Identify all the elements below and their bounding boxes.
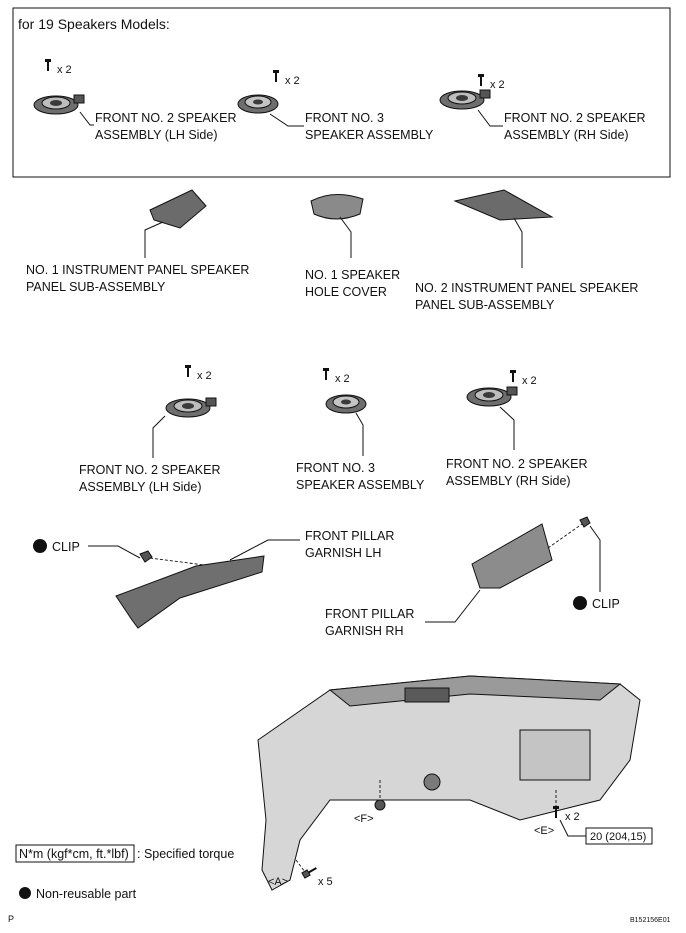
bolt-icon	[184, 364, 192, 378]
no2-panel-label-line1: NO. 2 INSTRUMENT PANEL SPEAKER	[415, 281, 638, 295]
screw-icon	[301, 867, 317, 879]
leader-line	[559, 819, 586, 837]
figure-id: B152156E01	[630, 917, 671, 924]
mid-center-label-line2: SPEAKER ASSEMBLY	[296, 478, 425, 492]
label-a: <A>	[268, 876, 288, 888]
bolt-icon	[322, 367, 330, 381]
leader-line	[88, 545, 141, 559]
leader-line	[269, 113, 304, 127]
mid-right-label-line1: FRONT NO. 2 SPEAKER	[446, 457, 587, 471]
instrument-panel-top-surface	[328, 675, 622, 707]
top-left-label-line1: FRONT NO. 2 SPEAKER	[95, 111, 236, 125]
mid-right-qty: x 2	[522, 375, 537, 387]
mid-left-label-line2: ASSEMBLY (LH Side)	[79, 480, 202, 494]
label-f: <F>	[354, 813, 374, 825]
cover-label-line1: NO. 1 SPEAKER	[305, 268, 400, 282]
dashed-guide	[547, 523, 583, 549]
leader-line	[152, 415, 166, 458]
front-no3-speaker-part	[237, 94, 279, 114]
top-center-qty: x 2	[285, 75, 300, 87]
leader-line	[477, 109, 503, 127]
leader-line	[499, 406, 515, 450]
footer-page-mark: P	[8, 914, 14, 924]
pillar-lh-label-line1: FRONT PILLAR	[305, 529, 394, 543]
non-reusable-marker	[19, 887, 31, 899]
steering-column-opening	[423, 773, 441, 791]
non-reusable-clip-marker	[573, 596, 587, 610]
top-center-label-line2: SPEAKER ASSEMBLY	[305, 128, 434, 142]
leader-line	[513, 217, 523, 268]
torque-legend-units: N*m (kgf*cm, ft.*lbf)	[19, 847, 129, 861]
front-pillar-garnish-lh-part	[115, 555, 265, 629]
speaker-models-box	[12, 7, 671, 178]
no1-speaker-hole-cover-part	[310, 194, 364, 220]
leader-line	[355, 412, 364, 456]
pillar-rh-label-line1: FRONT PILLAR	[325, 607, 414, 621]
e-qty: x 2	[565, 811, 580, 823]
bolt-icon	[509, 369, 517, 383]
leader-line	[79, 111, 94, 126]
clip-part	[579, 516, 591, 528]
center-vent	[404, 687, 450, 703]
torque-spec-box	[585, 827, 653, 845]
nut-part	[374, 799, 386, 811]
box-title: for 19 Speakers Models:	[18, 16, 170, 32]
mid-center-qty: x 2	[335, 373, 350, 385]
top-right-qty: x 2	[490, 79, 505, 91]
leader-line	[144, 221, 164, 258]
leader-line	[339, 216, 352, 258]
glovebox-frame	[519, 729, 591, 781]
mid-right-label-line2: ASSEMBLY (RH Side)	[446, 474, 571, 488]
cover-label-line2: HOLE COVER	[305, 285, 387, 299]
mid-center-label-line1: FRONT NO. 3	[296, 461, 375, 475]
no1-panel-label-line1: NO. 1 INSTRUMENT PANEL SPEAKER	[26, 263, 249, 277]
clip-part	[139, 550, 153, 563]
a-qty: x 5	[318, 876, 333, 888]
front-no2-speaker-rh-part	[466, 386, 518, 407]
no2-panel-label-line2: PANEL SUB-ASSEMBLY	[415, 298, 555, 312]
bolt-icon	[272, 69, 280, 83]
leader-line	[589, 525, 601, 592]
top-left-qty: x 2	[57, 64, 72, 76]
front-pillar-garnish-rh-part	[471, 523, 553, 589]
no2-instrument-panel-speaker-panel-part	[453, 189, 554, 221]
front-no2-speaker-rh-part	[439, 89, 491, 110]
non-reusable-clip-marker	[33, 539, 47, 553]
pillar-lh-label-line2: GARNISH LH	[305, 546, 381, 560]
bolt-icon	[44, 58, 52, 72]
clip-left-label: CLIP	[52, 540, 80, 554]
front-no3-speaker-part	[325, 394, 367, 414]
clip-right-label: CLIP	[592, 597, 620, 611]
leader-line	[229, 539, 300, 561]
label-e: <E>	[534, 825, 554, 837]
top-right-label-line1: FRONT NO. 2 SPEAKER	[504, 111, 645, 125]
non-reusable-legend-text: Non-reusable part	[36, 887, 137, 901]
front-no2-speaker-lh-part	[165, 397, 217, 418]
pillar-rh-label-line2: GARNISH RH	[325, 624, 403, 638]
no1-panel-label-line2: PANEL SUB-ASSEMBLY	[26, 280, 166, 294]
top-left-label-line2: ASSEMBLY (LH Side)	[95, 128, 218, 142]
mid-left-qty: x 2	[197, 370, 212, 382]
bolt-icon	[477, 73, 485, 87]
mid-left-label-line1: FRONT NO. 2 SPEAKER	[79, 463, 220, 477]
leader-line	[425, 589, 481, 623]
no1-instrument-panel-speaker-panel-part	[149, 189, 207, 229]
front-no2-speaker-lh-part	[33, 94, 85, 115]
top-right-label-line2: ASSEMBLY (RH Side)	[504, 128, 629, 142]
top-center-label-line1: FRONT NO. 3	[305, 111, 384, 125]
torque-legend-box	[15, 844, 135, 863]
torque-spec-value: 20 (204,15)	[590, 831, 646, 843]
torque-legend-text: : Specified torque	[137, 847, 234, 861]
instrument-panel-part	[257, 675, 641, 891]
